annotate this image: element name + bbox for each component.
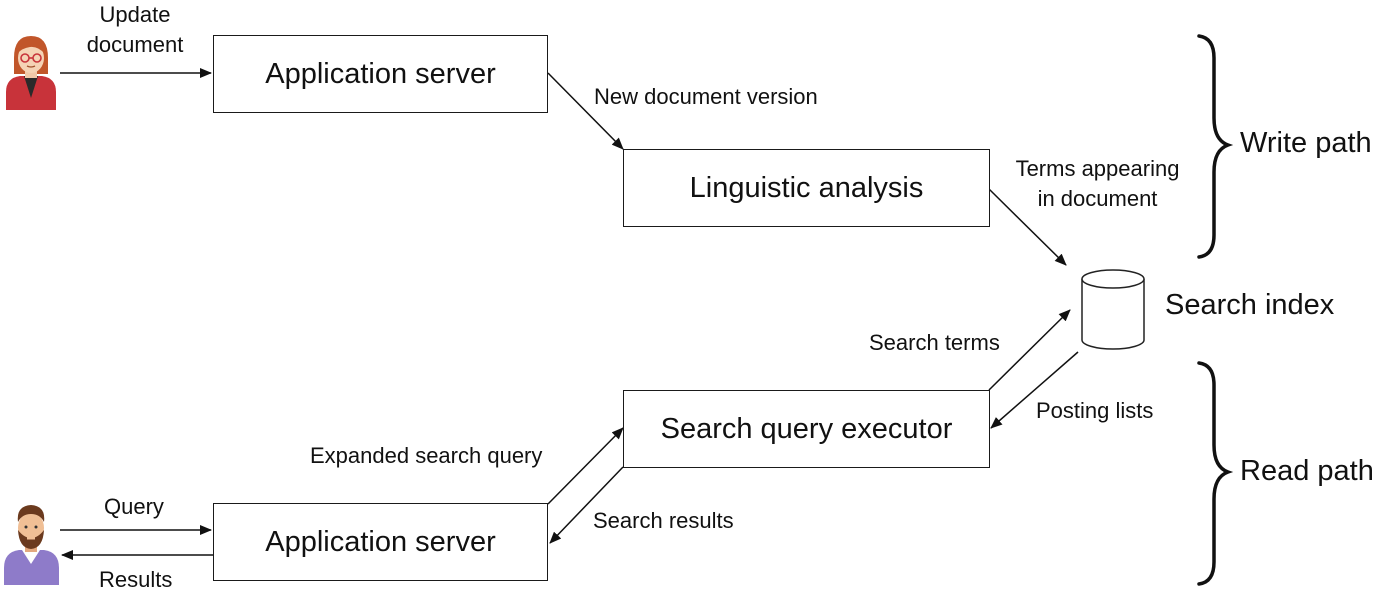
query-label: Query [104, 494, 164, 519]
arrow-posting-lists [990, 351, 1079, 429]
write-path-label: Write path [1240, 127, 1372, 159]
search-index-label: Search index [1165, 289, 1335, 321]
terms-appearing-line1: Terms appearing [1015, 156, 1180, 181]
new-document-version-label: New document version [594, 84, 818, 109]
search-results-label: Search results [593, 508, 734, 533]
read-path-label: Read path [1240, 455, 1374, 487]
woman-user-icon [6, 36, 56, 110]
search-query-executor-box: Search query executor [623, 390, 990, 468]
write-path-brace [1197, 34, 1234, 259]
arrow-search-terms [988, 309, 1071, 391]
posting-lists-label: Posting lists [1036, 398, 1154, 423]
arrow-terms-appearing [988, 188, 1067, 266]
arrow-new-document-version [547, 72, 624, 150]
update-document-label: Update document [75, 0, 195, 60]
application-server-write-box: Application server [213, 35, 548, 113]
man-user-icon [4, 505, 59, 585]
arrow-expanded-search-query [547, 427, 624, 505]
terms-appearing-line2: in document [1037, 186, 1158, 211]
read-path-brace [1197, 361, 1234, 586]
terms-appearing-label: Terms appearing in document [1000, 154, 1195, 214]
results-label: Results [99, 567, 173, 592]
application-server-read-box: Application server [213, 503, 548, 581]
search-terms-label: Search terms [869, 330, 1000, 355]
arrow-search-results [549, 466, 624, 544]
database-cylinder-icon [1081, 269, 1145, 350]
linguistic-analysis-box: Linguistic analysis [623, 149, 990, 227]
update-document-line2: document [86, 32, 184, 57]
update-document-line1: Update [99, 2, 171, 27]
expanded-search-query-label: Expanded search query [310, 443, 543, 468]
